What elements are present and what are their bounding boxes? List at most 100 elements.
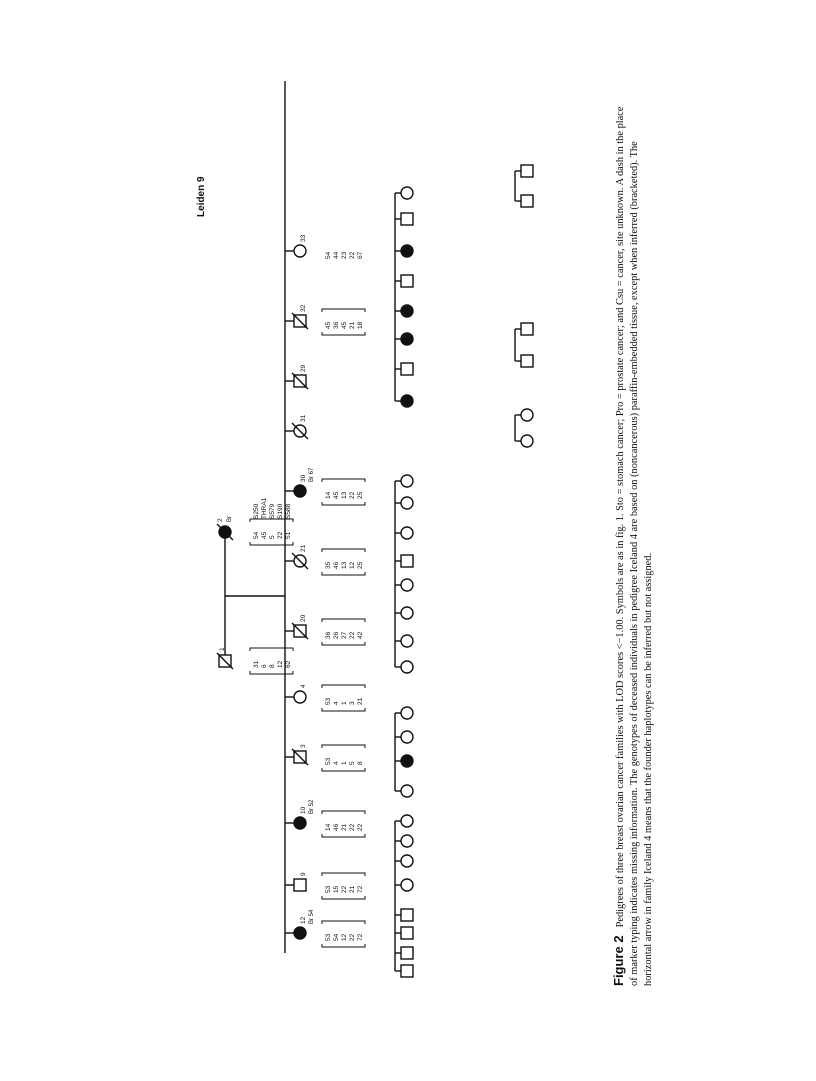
genotype-allele: 54 bbox=[333, 933, 340, 941]
individual-id: 20 bbox=[300, 614, 307, 622]
pedigree-line bbox=[291, 372, 309, 390]
individual-id: 32 bbox=[300, 304, 307, 312]
genotype-allele: 45 bbox=[325, 321, 332, 329]
genotype-bracket bbox=[321, 684, 366, 688]
genotype-bracket bbox=[249, 671, 294, 675]
genotype-allele: 6 bbox=[261, 664, 268, 668]
female-symbol bbox=[293, 690, 307, 704]
genotype-allele: 14 bbox=[325, 491, 332, 499]
female-symbol bbox=[400, 730, 414, 744]
female-symbol bbox=[400, 814, 414, 828]
genotype-allele: 21 bbox=[357, 697, 364, 705]
genotype-bracket bbox=[321, 618, 366, 622]
genotype-allele: 21 bbox=[349, 885, 356, 893]
genotype-allele: 5 bbox=[349, 761, 356, 765]
female-symbol bbox=[400, 496, 414, 510]
female-symbol bbox=[400, 634, 414, 648]
genotype-bracket bbox=[321, 744, 366, 748]
genotype-allele: 35 bbox=[325, 561, 332, 569]
marker-label: THRA1 bbox=[261, 497, 268, 519]
pedigree-line bbox=[291, 312, 309, 330]
pedigree-line bbox=[291, 748, 309, 766]
individual-id: 30 bbox=[300, 474, 307, 482]
genotype-bracket bbox=[321, 502, 366, 506]
genotype-allele: 42 bbox=[357, 631, 364, 639]
male-symbol bbox=[520, 354, 534, 368]
genotype-allele: 1 bbox=[341, 701, 348, 705]
age-at-diagnosis: Br bbox=[227, 516, 233, 522]
genotype-bracket bbox=[321, 708, 366, 712]
age-at-diagnosis: Br 54 bbox=[309, 909, 315, 924]
pedigree-line bbox=[291, 552, 309, 570]
male-symbol bbox=[400, 946, 414, 960]
genotype-bracket bbox=[249, 647, 294, 651]
genotype-allele: 31 bbox=[253, 660, 260, 668]
genotype-allele: 15 bbox=[333, 885, 340, 893]
affected-female-symbol bbox=[400, 244, 414, 258]
genotype-allele: 22 bbox=[341, 885, 348, 893]
genotype-bracket bbox=[321, 834, 366, 838]
genotype-bracket bbox=[321, 308, 366, 312]
individual-id: 4 bbox=[300, 684, 307, 688]
genotype-allele: 1 bbox=[341, 761, 348, 765]
individual-id: 1 bbox=[219, 647, 226, 651]
genotype-bracket bbox=[321, 920, 366, 924]
male-symbol bbox=[520, 164, 534, 178]
genotype-allele: 62 bbox=[285, 660, 292, 668]
pedigree-line bbox=[216, 523, 234, 541]
genotype-allele: 5 bbox=[269, 535, 276, 539]
genotype-allele: 8 bbox=[269, 664, 276, 668]
male-symbol bbox=[400, 554, 414, 568]
individual-id: 12 bbox=[300, 916, 307, 924]
male-symbol bbox=[520, 194, 534, 208]
genotype-bracket bbox=[321, 944, 366, 948]
female-symbol bbox=[400, 186, 414, 200]
female-symbol bbox=[400, 706, 414, 720]
genotype-bracket bbox=[321, 768, 366, 772]
male-symbol bbox=[293, 878, 307, 892]
female-symbol bbox=[400, 474, 414, 488]
genotype-allele: 53 bbox=[325, 697, 332, 705]
affected-female-symbol bbox=[400, 394, 414, 408]
pedigree-line bbox=[291, 422, 309, 440]
genotype-bracket bbox=[249, 518, 294, 522]
affected-female-symbol bbox=[293, 926, 307, 940]
genotype-allele: 53 bbox=[325, 933, 332, 941]
genotype-allele: 26 bbox=[333, 631, 340, 639]
figure-caption-block: Figure 2Pedigrees of three breast ovaria… bbox=[611, 106, 656, 986]
male-symbol bbox=[400, 964, 414, 978]
genotype-allele: 4 bbox=[333, 701, 340, 705]
individual-id: 29 bbox=[300, 364, 307, 372]
genotype-bracket bbox=[321, 872, 366, 876]
genotype-allele: 12 bbox=[349, 561, 356, 569]
affected-female-symbol bbox=[400, 754, 414, 768]
individual-id: 3 bbox=[300, 744, 307, 748]
genotype-bracket bbox=[321, 332, 366, 336]
female-symbol bbox=[400, 660, 414, 674]
individual-id: 31 bbox=[300, 414, 307, 422]
figure-label: Figure 2 bbox=[611, 935, 626, 986]
male-symbol bbox=[400, 908, 414, 922]
individual-id: 21 bbox=[300, 544, 307, 552]
female-symbol bbox=[520, 434, 534, 448]
female-symbol bbox=[520, 408, 534, 422]
genotype-allele: 45 bbox=[261, 531, 268, 539]
genotype-allele: 22 bbox=[349, 491, 356, 499]
age-at-diagnosis: Br 67 bbox=[309, 467, 315, 482]
marker-label: S190 bbox=[277, 503, 284, 519]
female-symbol bbox=[400, 834, 414, 848]
figure-caption: Pedigrees of three breast ovarian cancer… bbox=[615, 106, 654, 986]
female-symbol bbox=[400, 854, 414, 868]
genotype-allele: 22 bbox=[349, 933, 356, 941]
pedigree-line bbox=[216, 652, 234, 670]
genotype-allele: 53 bbox=[325, 757, 332, 765]
female-symbol bbox=[400, 606, 414, 620]
genotype-bracket bbox=[321, 896, 366, 900]
genotype-allele: 44 bbox=[333, 251, 340, 259]
genotype-allele: 67 bbox=[357, 251, 364, 259]
genotype-allele: 72 bbox=[357, 885, 364, 893]
individual-id: 9 bbox=[300, 872, 307, 876]
genotype-allele: 23 bbox=[341, 251, 348, 259]
genotype-allele: 12 bbox=[277, 660, 284, 668]
genotype-allele: 14 bbox=[325, 823, 332, 831]
